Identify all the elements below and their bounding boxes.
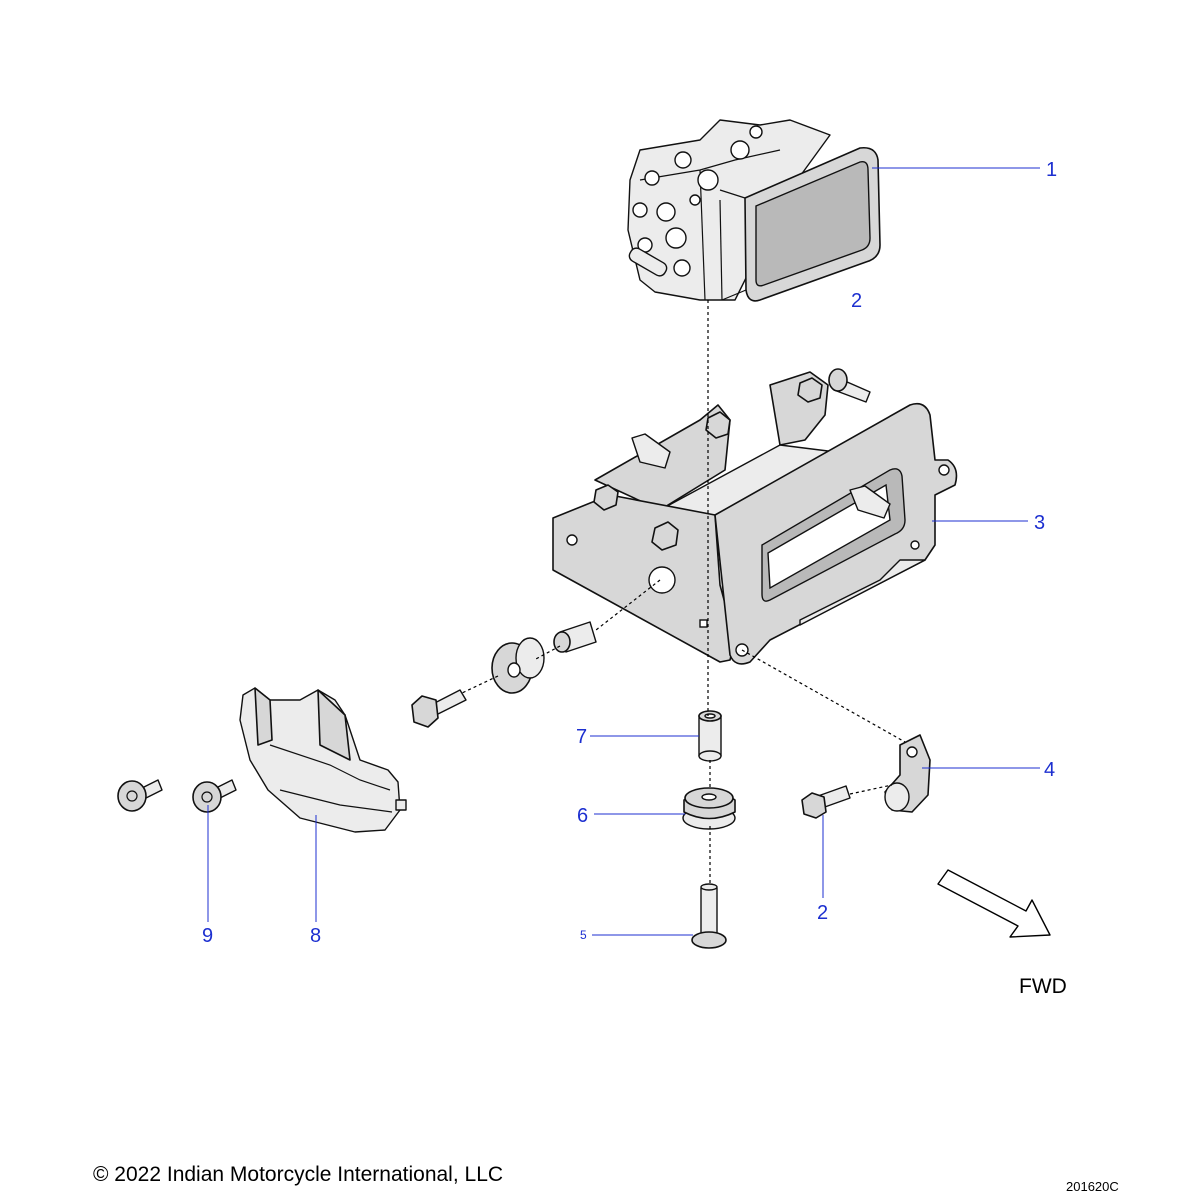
callout-7: 7	[576, 726, 587, 748]
fwd-label: FWD	[1019, 975, 1067, 998]
callout-2-upper: 2	[851, 290, 862, 312]
bolt-lower-part	[801, 785, 851, 819]
mounting-bracket-part	[552, 247, 958, 665]
abs-modulator-part	[627, 119, 881, 302]
callout-8: 8	[310, 925, 321, 947]
callout-numbers: 1 2 3 4 5 6 7 2 8 9	[202, 159, 1057, 947]
side-bolt-part	[411, 689, 467, 728]
side-sleeve-part	[553, 621, 597, 653]
bracket-stud	[628, 247, 668, 277]
spacer-part	[698, 710, 722, 762]
callout-1: 1	[1046, 159, 1057, 181]
drawing-number: 201620C	[1066, 1179, 1119, 1194]
callout-3: 3	[1034, 512, 1045, 534]
callout-4: 4	[1044, 759, 1055, 781]
copyright-text: © 2022 Indian Motorcycle International, …	[93, 1163, 504, 1186]
bolt-upper-part	[828, 368, 871, 403]
callout-9: 9	[202, 925, 213, 947]
callout-5: 5	[580, 928, 587, 942]
screw-left-part	[117, 779, 163, 812]
clamp-part	[884, 734, 931, 813]
callout-6: 6	[577, 805, 588, 827]
bracket-cover-part	[239, 687, 407, 833]
bottom-bolt-part	[691, 883, 727, 949]
leader-lines	[207, 167, 1040, 936]
forward-arrow-icon	[937, 869, 1051, 938]
callout-2-lower: 2	[817, 902, 828, 924]
grommet-part	[682, 787, 736, 830]
screw-9-part	[192, 779, 237, 813]
assembly-axis-lines	[461, 300, 906, 886]
side-grommet-part	[491, 637, 545, 694]
